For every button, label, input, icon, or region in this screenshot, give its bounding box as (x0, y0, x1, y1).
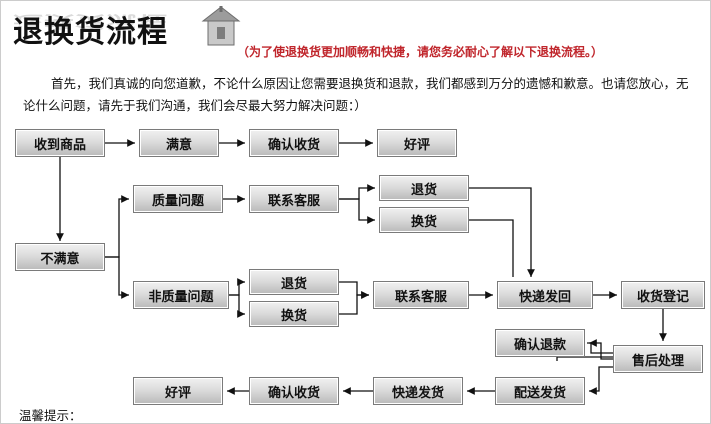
flow-node-n3: 确认收货 (249, 129, 339, 157)
header-subtitle: （为了使退换货更加顺畅和快捷，请您务必耐心了解以下退换流程。） (237, 45, 604, 59)
flow-node-n7: 退货 (379, 175, 469, 201)
house-icon (201, 6, 241, 46)
flow-node-n13: 联系客服 (373, 281, 469, 309)
flow-node-n12: 换货 (249, 301, 339, 327)
flow-node-n11: 退货 (249, 269, 339, 295)
flow-node-n5: 质量问题 (133, 185, 223, 213)
flow-node-n21: 好评 (133, 377, 223, 405)
flow-node-n14: 快递发回 (497, 281, 593, 309)
flow-node-n2: 满意 (139, 129, 219, 157)
header: 退换货流程 退换货流程 （为了使退换货更加顺畅和快捷，请您务必耐心了解以下退换流… (1, 1, 711, 63)
flow-node-n20: 确认收货 (249, 377, 339, 405)
flow-node-n10: 非质量问题 (133, 281, 229, 309)
flow-node-n1: 收到商品 (15, 129, 105, 157)
flow-node-n18: 配送发货 (495, 377, 585, 405)
flowchart-connectors (56, 139, 667, 395)
flow-node-n17: 售后处理 (613, 345, 703, 373)
flow-node-n8: 换货 (379, 207, 469, 233)
flow-node-n19: 快递发货 (373, 377, 463, 405)
flow-node-n16: 确认退款 (495, 329, 585, 357)
intro-paragraph: 首先，我们真诚的向您道歉，不论什么原因让您需要退换货和退款，我们都感到万分的遗憾… (23, 73, 699, 117)
flow-node-n9: 不满意 (15, 243, 105, 271)
footer-note: 温馨提示： (19, 408, 82, 423)
flowchart: 收到商品满意确认收货好评质量问题联系客服退货换货不满意非质量问题退货换货联系客服… (1, 123, 711, 413)
flow-node-n6: 联系客服 (249, 185, 339, 213)
intro-line-2: 论什么问题，请先于我们沟通，我们会尽最大努力解决问题：） (23, 98, 367, 113)
flow-node-n15: 收货登记 (621, 281, 705, 309)
flow-node-n4: 好评 (377, 129, 457, 157)
page-title: 退换货流程 (13, 15, 168, 50)
intro-line-1: 首先，我们真诚的向您道歉，不论什么原因让您需要退换货和退款，我们都感到万分的遗憾… (51, 76, 689, 91)
